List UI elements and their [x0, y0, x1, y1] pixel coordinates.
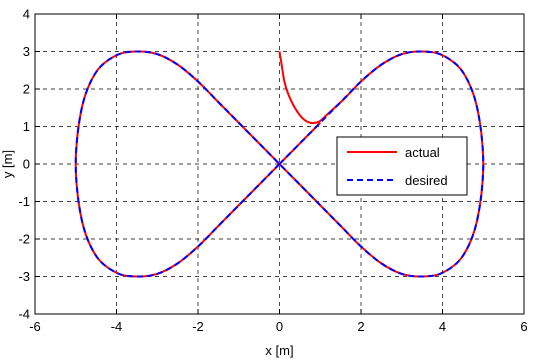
y-tick-label: 2	[23, 82, 30, 97]
x-tick-label: 0	[276, 319, 283, 334]
x-tick-label: 4	[439, 319, 446, 334]
y-tick-label: 3	[23, 44, 30, 59]
legend-label-desired: desired	[405, 173, 448, 188]
series-line-desired	[74, 50, 485, 278]
y-axis-label: y [m]	[0, 150, 15, 178]
legend-label-actual: actual	[405, 145, 440, 160]
y-tick-label: 4	[23, 7, 30, 22]
x-tick-label: -6	[29, 319, 41, 334]
x-tick-label: 2	[357, 319, 364, 334]
y-tick-label: -2	[18, 232, 30, 247]
legend: actual desired	[336, 136, 468, 196]
y-tick-label: 1	[23, 119, 30, 134]
x-tick-label: 6	[520, 319, 527, 334]
plot-series	[74, 50, 485, 278]
legend-box	[336, 136, 468, 196]
x-axis-label: x [m]	[265, 343, 293, 358]
x-tick-label: -4	[111, 319, 123, 334]
grid	[35, 14, 524, 314]
y-tick-label: -4	[18, 307, 30, 322]
y-tick-label: -3	[18, 269, 30, 284]
y-tick-label: 0	[23, 157, 30, 172]
y-tick-label: -1	[18, 194, 30, 209]
x-tick-label: -2	[192, 319, 204, 334]
